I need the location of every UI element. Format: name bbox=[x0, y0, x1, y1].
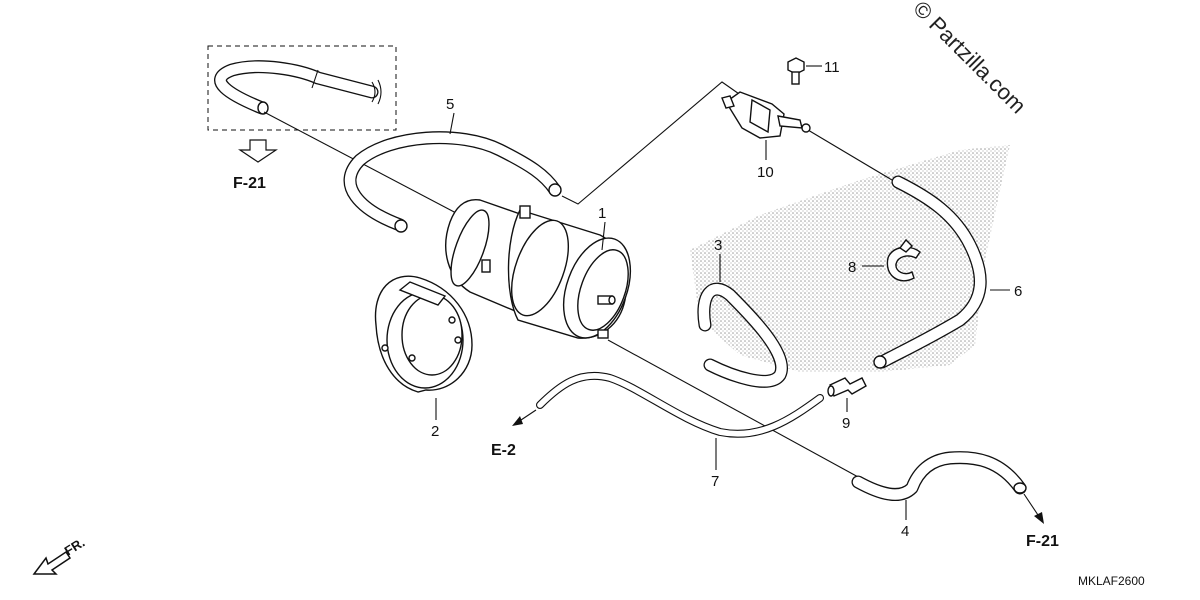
valve-part-10[interactable] bbox=[721, 91, 811, 139]
callout-4[interactable]: 4 bbox=[901, 523, 909, 540]
front-arrow-icon bbox=[32, 550, 72, 575]
arrow-e2-icon bbox=[512, 409, 537, 426]
callout-8[interactable]: 8 bbox=[848, 259, 856, 276]
callout-6[interactable]: 6 bbox=[1014, 283, 1022, 300]
watermark: © Partzilla.com bbox=[908, 0, 1031, 118]
ref-f21-top[interactable]: F-21 bbox=[233, 175, 266, 192]
callout-2[interactable]: 2 bbox=[431, 423, 439, 440]
callout-7[interactable]: 7 bbox=[711, 473, 719, 490]
canister-part-1[interactable] bbox=[443, 199, 643, 347]
hose-7[interactable] bbox=[536, 371, 824, 438]
joint-part-9[interactable] bbox=[827, 377, 867, 397]
down-arrow-icon bbox=[238, 139, 278, 163]
callout-9[interactable]: 9 bbox=[842, 415, 850, 432]
inset-detail bbox=[207, 45, 397, 131]
bolt-part-11[interactable] bbox=[787, 57, 805, 85]
callout-10[interactable]: 10 bbox=[757, 164, 774, 181]
callout-5[interactable]: 5 bbox=[446, 96, 454, 113]
hose-4[interactable] bbox=[851, 451, 1027, 502]
diagram-code: MKLAF2600 bbox=[1078, 574, 1145, 588]
strap-part-2[interactable] bbox=[374, 275, 473, 393]
clamp-part-8[interactable] bbox=[886, 238, 921, 282]
hose-3[interactable] bbox=[697, 282, 789, 388]
hose-6[interactable] bbox=[873, 175, 987, 369]
ref-f21-bottom[interactable]: F-21 bbox=[1026, 533, 1059, 550]
arrow-f21-bottom-icon bbox=[1023, 493, 1044, 524]
callout-1[interactable]: 1 bbox=[598, 205, 606, 222]
callout-11[interactable]: 11 bbox=[824, 59, 840, 76]
hose-5[interactable] bbox=[343, 131, 562, 233]
ref-e2[interactable]: E-2 bbox=[491, 442, 516, 459]
callout-3[interactable]: 3 bbox=[714, 237, 722, 254]
